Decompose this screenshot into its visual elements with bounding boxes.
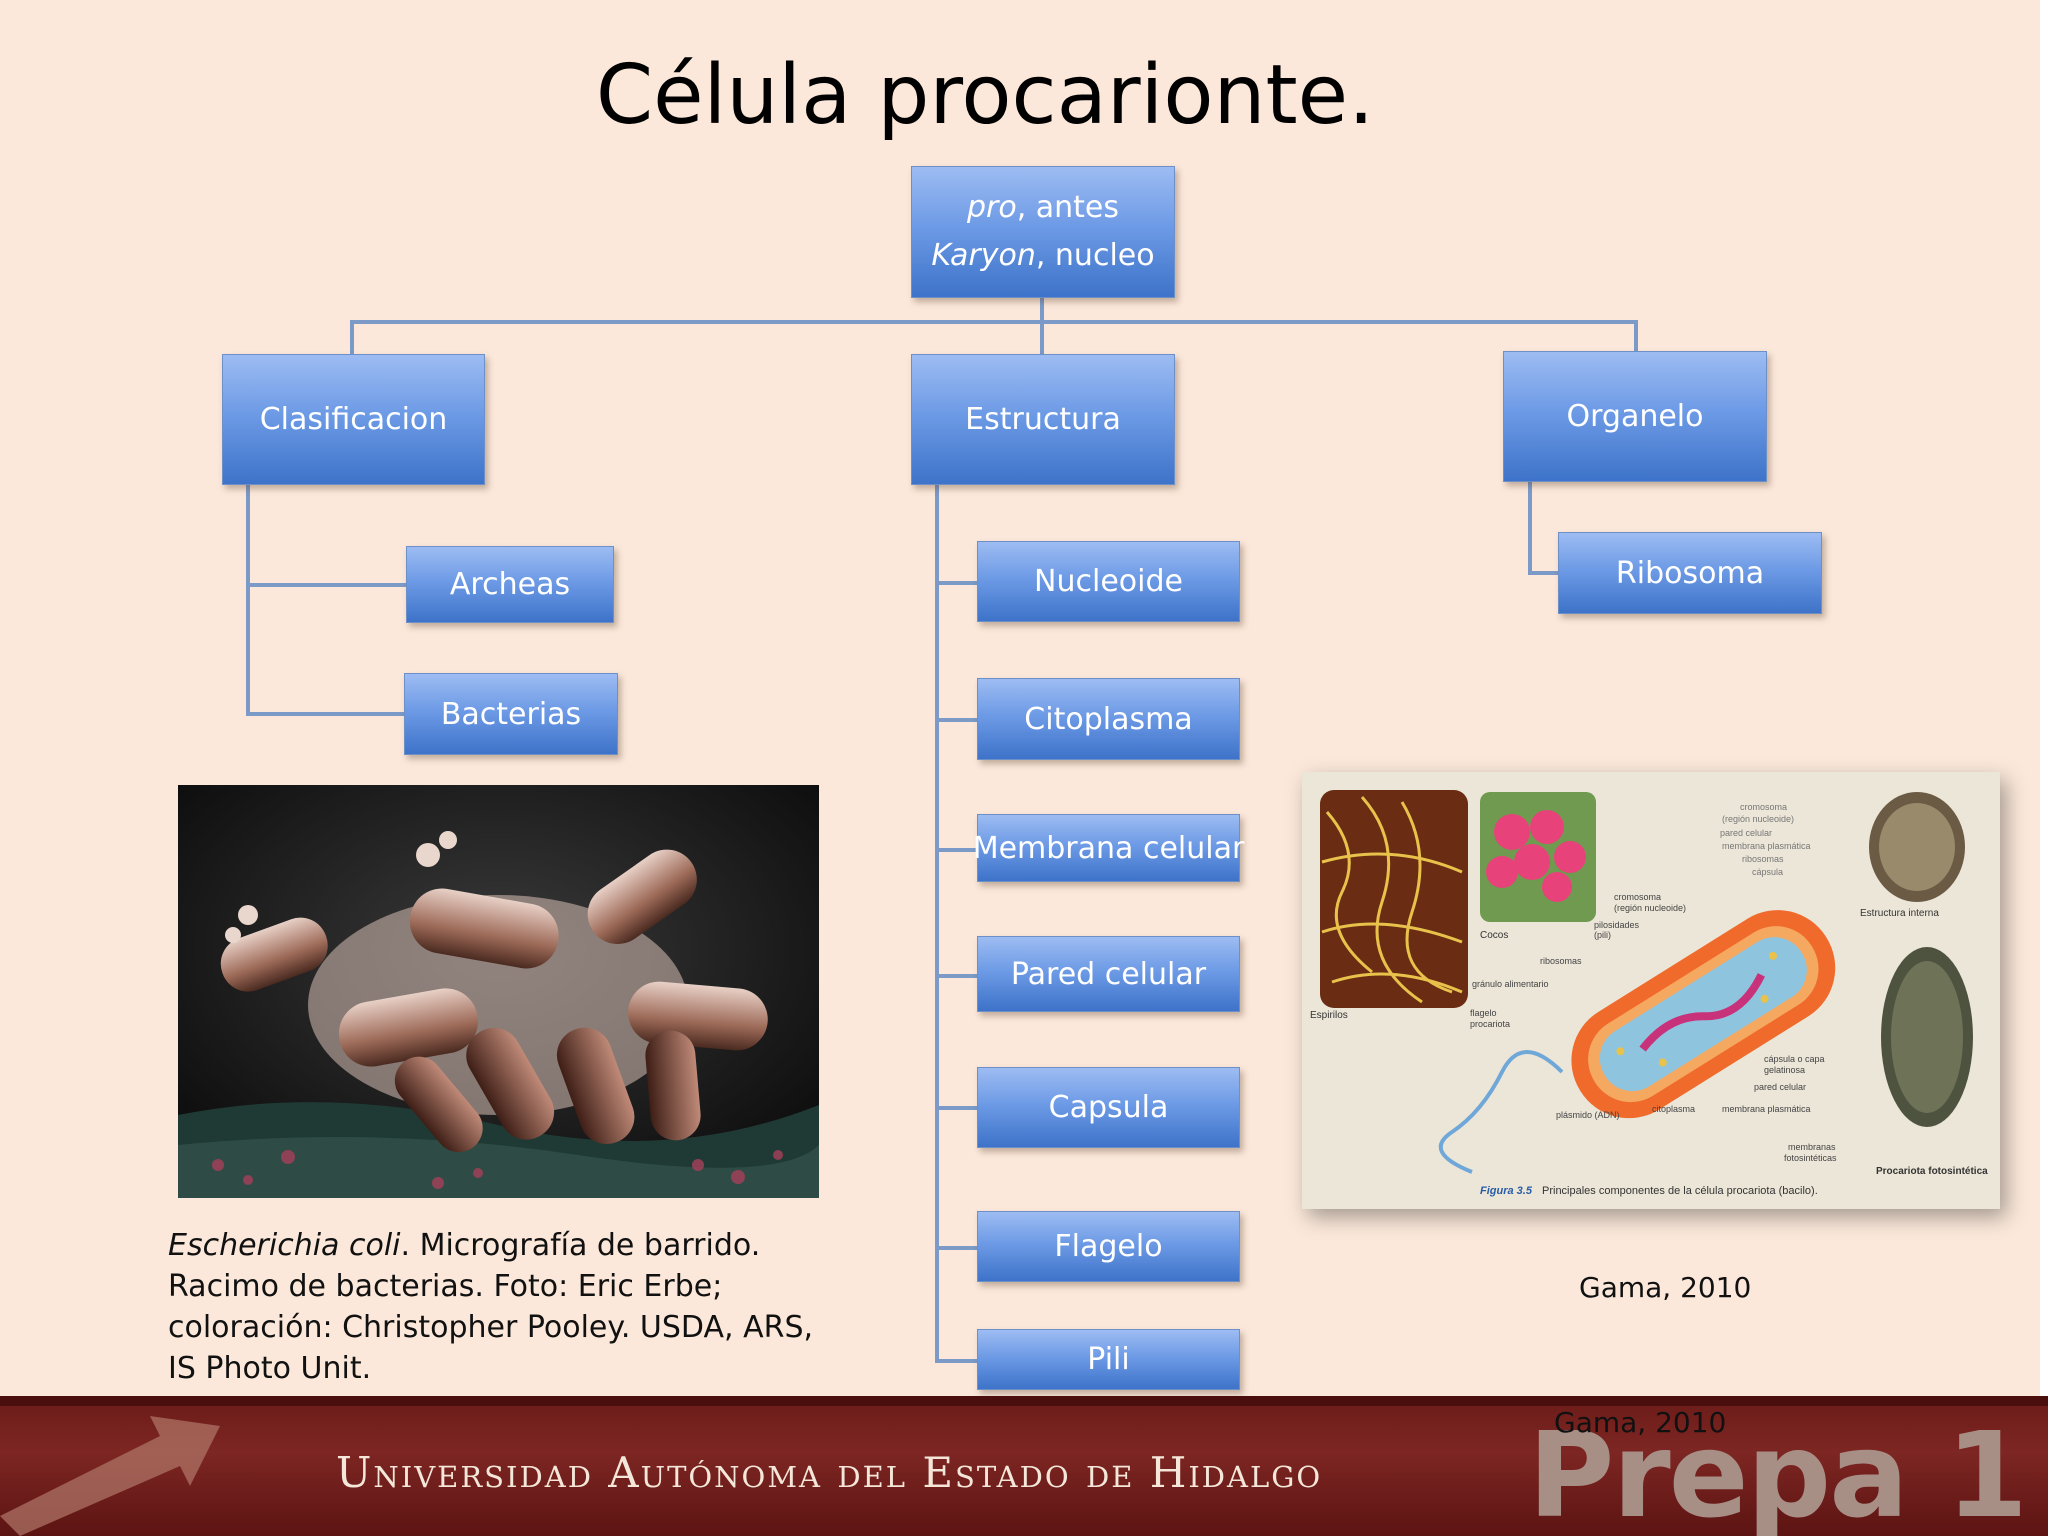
fig-caption-label: Figura 3.5	[1480, 1185, 1533, 1197]
citation-gama-1: Gama, 2010	[1579, 1271, 1752, 1304]
box-capsula: Capsula	[977, 1067, 1240, 1148]
box-flagelo: Flagelo	[977, 1211, 1240, 1282]
citation-gama-2: Gama, 2010	[1554, 1406, 1727, 1439]
fig-label-pared-top: pared celular	[1720, 828, 1772, 838]
box-pared-celular: Pared celular	[977, 936, 1240, 1012]
fig-label-cocos: Cocos	[1480, 930, 1508, 941]
prepa-logo-text: Prepa 1	[1528, 1406, 2028, 1536]
box-clasificacion: Clasificacion	[222, 354, 485, 485]
fig-label-fotosinteticas: fotosintéticas	[1784, 1153, 1837, 1163]
textbook-figure: Cocos Espirilos cromosoma (región nucleo…	[1302, 772, 2000, 1209]
root-line-2: Karyon, nucleo	[931, 238, 1155, 273]
root-line-1: pro, antes	[966, 190, 1120, 225]
fig-label-citoplasma: citoplasma	[1652, 1104, 1695, 1114]
box-citoplasma: Citoplasma	[977, 678, 1240, 760]
box-membrana-celular: Membrana celular	[973, 814, 1244, 882]
box-ribosoma: Ribosoma	[1558, 532, 1822, 614]
fig-label-procariota-foto: Procariota fotosintética	[1876, 1166, 1988, 1177]
fig-label-ribosomas: ribosomas	[1540, 956, 1582, 966]
arrow-decoration-icon	[0, 1416, 220, 1536]
fig-label-gelatinosa: gelatinosa	[1764, 1065, 1805, 1075]
fig-label-ribosomas-top: ribosomas	[1742, 854, 1784, 864]
footer-top-band	[0, 1396, 2048, 1406]
fig-label-cromosoma-top: cromosoma	[1740, 802, 1787, 812]
fig-label-plasmido: plásmido (ADN)	[1556, 1110, 1620, 1120]
university-name: Universidad Autónoma del Estado de Hidal…	[336, 1448, 1323, 1497]
fig-label-capsula-capa: cápsula o capa	[1764, 1054, 1825, 1064]
footer-banner: Universidad Autónoma del Estado de Hidal…	[0, 1396, 2048, 1536]
fig-label-membranas: membranas	[1788, 1142, 1836, 1152]
box-nucleoide: Nucleoide	[977, 541, 1240, 622]
fig-label-procariota: procariota	[1470, 1019, 1510, 1029]
fig-label-membrana: membrana plasmática	[1722, 1104, 1811, 1114]
fig-label-capsula-top: cápsula	[1752, 867, 1783, 877]
fig-label-pili: (pili)	[1594, 930, 1611, 940]
box-bacterias: Bacterias	[404, 673, 618, 755]
box-pili: Pili	[977, 1329, 1240, 1390]
photo-caption: Escherichia coli. Micrografía de barrido…	[168, 1228, 814, 1386]
fig-label-estructura-interna: Estructura interna	[1860, 908, 1939, 919]
fig-label-region: (región nucleoide)	[1614, 903, 1686, 913]
box-organelo: Organelo	[1503, 351, 1767, 482]
box-archeas: Archeas	[406, 546, 614, 623]
fig-label-pared: pared celular	[1754, 1082, 1806, 1092]
fig-label-espirilos: Espirilos	[1310, 1010, 1348, 1021]
fig-label-membrana-top: membrana plasmática	[1722, 841, 1811, 851]
right-edge-strip	[2040, 0, 2048, 1400]
ecoli-micrograph	[178, 785, 819, 1198]
fig-caption-text: Principales componentes de la célula pro…	[1542, 1185, 1818, 1197]
slide-title: Célula procarionte.	[595, 48, 1375, 143]
fig-label-region-top: (región nucleoide)	[1722, 814, 1794, 824]
fig-label-cromosoma: cromosoma	[1614, 892, 1661, 902]
fig-label-flagelo: flagelo	[1470, 1008, 1497, 1018]
root-box: pro, antes Karyon, nucleo	[911, 166, 1175, 298]
fig-label-pilosidades: pilosidades	[1594, 920, 1640, 930]
fig-label-granulo: gránulo alimentario	[1472, 979, 1549, 989]
box-estructura: Estructura	[911, 354, 1175, 485]
